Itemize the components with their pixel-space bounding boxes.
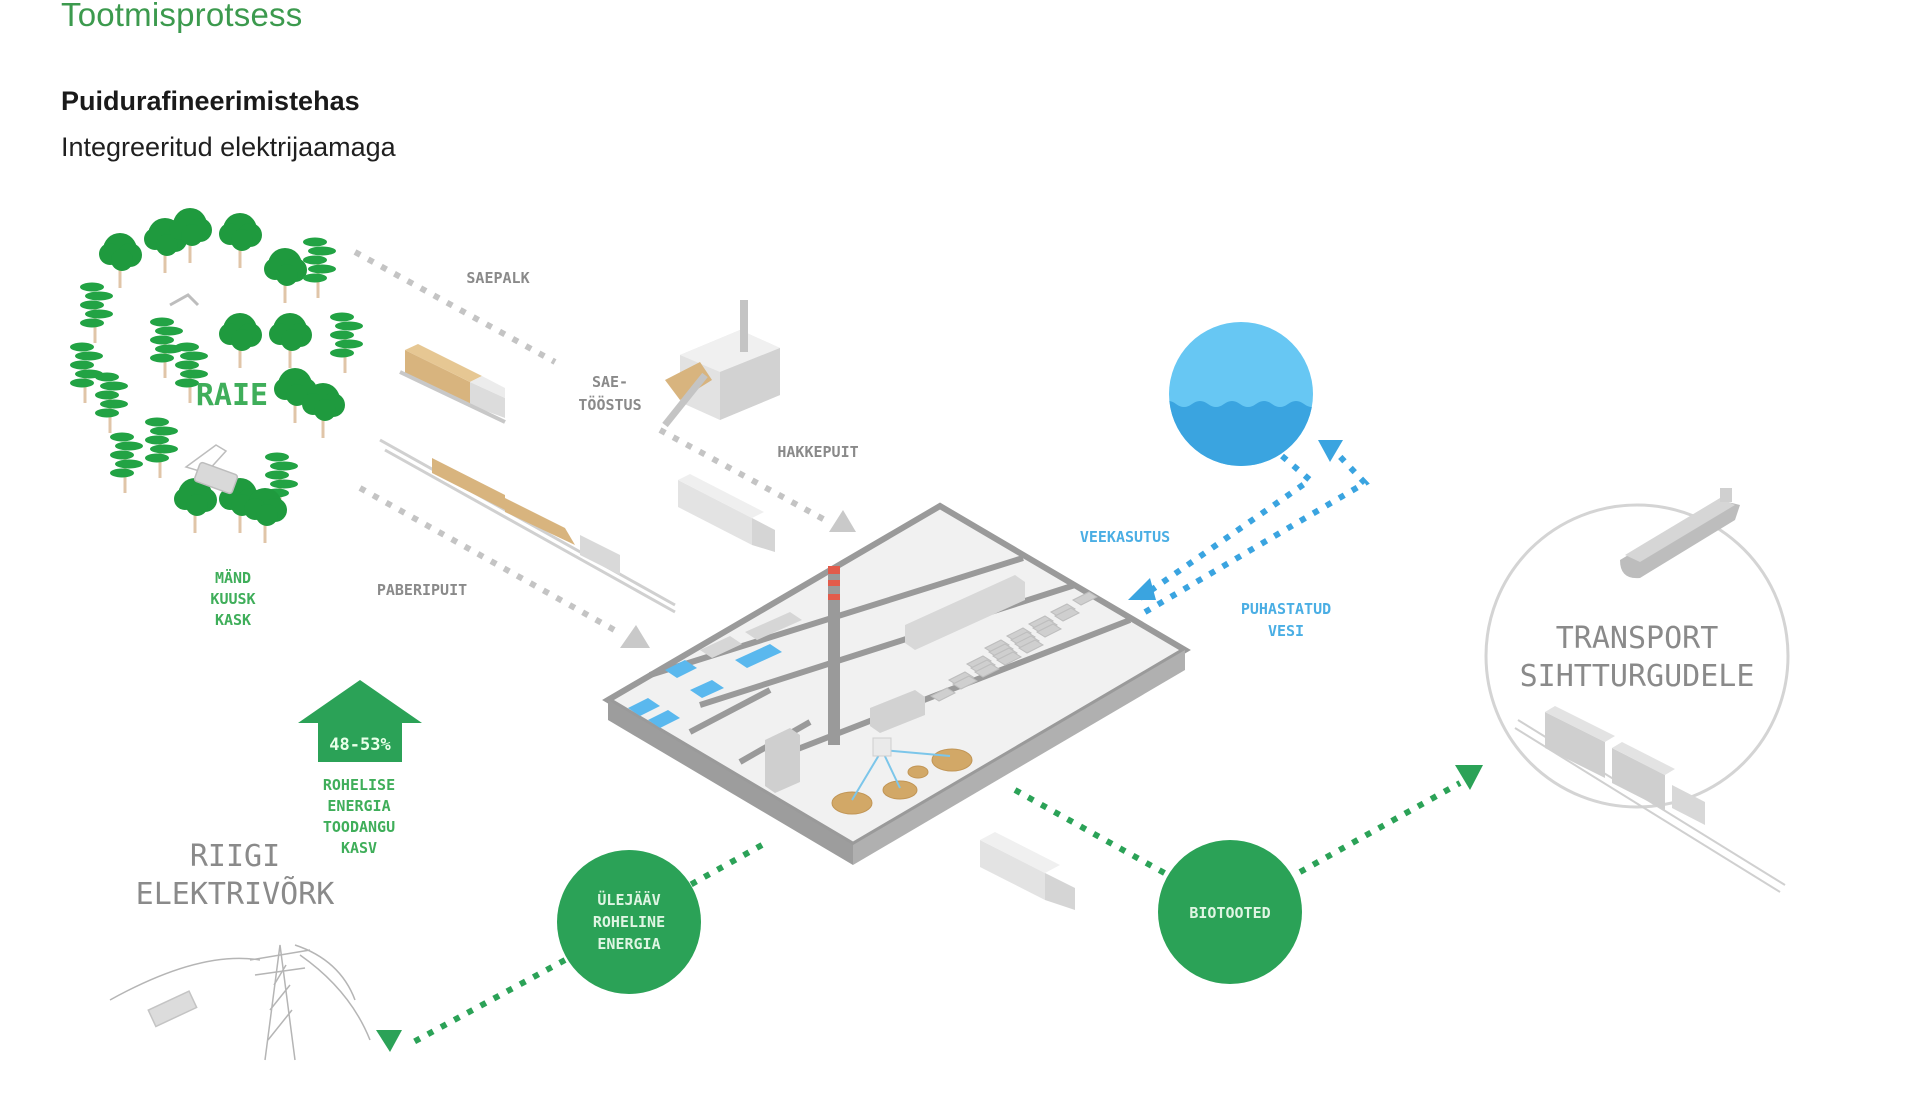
growth-caption-line1: ROHELISE [323,776,395,794]
tree-icon [330,312,363,373]
flow-to-grid-arrowhead [376,1030,402,1052]
tree-species-list: MÄND KUUSK KASK [210,568,255,629]
treated-water-line1: PUHASTATUD [1241,600,1331,618]
flow-label-pulpwood: PABERIPUIT [377,581,467,599]
flow-label-sawmill: SAE- TÖÖSTUS [578,373,641,414]
biorefinery-plant-illustration [602,502,1191,865]
log-truck-icon [399,344,506,424]
tree-icon [169,208,212,263]
page-title: Tootmisprotsess [61,0,303,33]
storage-block [1035,623,1063,638]
lumberjack-icon [169,293,200,307]
surplus-label-line1: ÜLEJÄÄV [597,890,660,909]
species-spruce: KUUSK [210,590,255,608]
transport-label-line1: TRANSPORT [1556,621,1719,656]
flow-to-transport-arrowhead [1455,765,1483,790]
sawmill-label-line2: TÖÖSTUS [578,395,641,414]
tree-icon [99,233,142,288]
chip-truck-icon [678,474,775,552]
log-train-icon [379,438,676,614]
storage-block [929,687,957,702]
flow-to-bioproducts-line [1013,780,1462,878]
tree-icon [174,478,217,533]
chip-pile [882,780,918,800]
tree-icon [145,417,178,478]
tree-icon [219,213,262,268]
flow-pulpwood-line [358,485,620,635]
chip-pile [907,765,929,779]
water-flow-lines [1138,443,1370,618]
green-energy-growth-value: 48-53% [329,735,391,755]
water-use-arrowhead [1128,578,1156,600]
tree-icon [303,237,336,298]
storage-block [1053,607,1081,622]
tree-icon [302,383,345,438]
sawmill-label-line1: SAE- [592,373,628,391]
tree-icon [80,282,113,343]
grid-label-line1: RIIGI [190,839,280,874]
growth-caption-line4: KASV [341,839,377,857]
tree-icon [264,248,307,303]
bioproducts-bubble: BIOTOOTED [1158,840,1302,984]
treated-water-arrowhead [1318,440,1343,462]
flow-chips-line [658,427,827,523]
cargo-ship-icon [1620,488,1740,579]
transport-label: TRANSPORT SIHTTURGUDELE [1520,621,1755,694]
harvester-icon [184,444,239,495]
tree-icon [219,313,262,368]
forest-illustration [70,208,363,543]
flow-chips-arrowhead [829,510,856,532]
grid-label-line2: ELEKTRIVÕRK [136,875,335,912]
flow-label-water-use: VEEKASUTUS [1080,528,1170,546]
transport-label-line2: SIHTTURGUDELE [1520,659,1755,694]
tree-icon [269,313,312,368]
storage-block [973,663,1001,678]
product-truck-icon [980,832,1075,910]
tree-icon [70,342,103,403]
chimney-icon [828,570,840,745]
water-body-icon [1169,322,1313,466]
sawmill-icon [662,300,780,428]
chip-pile [931,748,973,772]
plant-description: Integreeritud elektrijaamaga [61,132,396,162]
treated-water-line2: VESI [1268,622,1304,640]
power-pylon-icon [109,944,371,1061]
forest-label: RAIE [196,378,268,413]
tree-icon [110,432,143,493]
green-energy-growth-arrow-icon [298,680,422,762]
flow-label-wood-chips: HAKKEPUIT [777,443,858,461]
storage-block [951,675,979,690]
storage-blocks [929,591,1099,702]
storage-block [1017,639,1045,654]
green-energy-growth-caption: ROHELISE ENERGIA TOODANGU KASV [323,776,395,857]
storage-block [995,651,1023,666]
tree-icon [150,317,183,378]
transport-circle [1484,503,1790,809]
national-grid-label: RIIGI ELEKTRIVÕRK [136,839,335,912]
species-birch: KASK [215,611,251,629]
flow-pulpwood-arrowhead [620,625,650,648]
bioproducts-label: BIOTOOTED [1189,904,1270,922]
flow-label-saw-logs: SAEPALK [466,269,529,287]
freight-train-icon [1514,706,1786,893]
surplus-label-line2: ROHELINE [593,913,665,931]
growth-caption-line3: TOODANGU [323,818,395,836]
surplus-label-line3: ENERGIA [597,935,660,953]
tree-icon [244,488,287,543]
plant-name: Puidurafineerimistehas [61,86,360,116]
tree-icon [175,342,208,403]
flow-label-treated-water: PUHASTATUD VESI [1241,600,1331,640]
surplus-energy-bubble: ÜLEJÄÄV ROHELINE ENERGIA [557,850,701,994]
species-pine: MÄND [215,568,251,587]
storage-block [1071,591,1099,606]
chip-pile [831,791,873,815]
tree-icon [95,372,128,433]
growth-caption-line2: ENERGIA [327,797,390,815]
